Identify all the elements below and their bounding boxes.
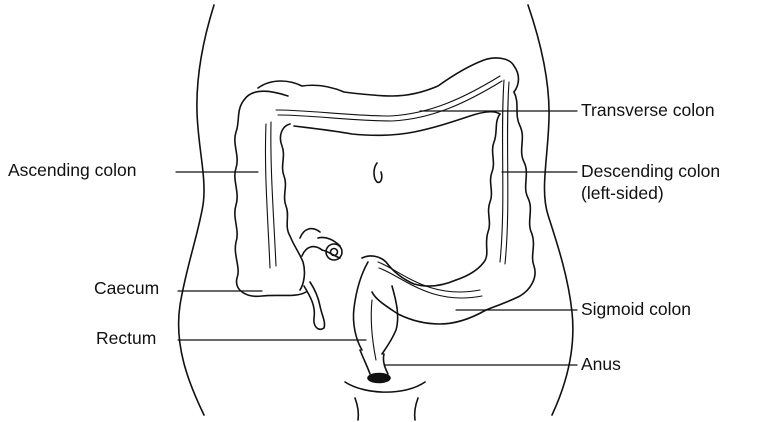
label-descending-colon-left-sided: (left-sided) [581,183,664,203]
rectum [360,300,388,374]
label-anus: Anus [581,354,621,374]
navel [374,163,382,182]
sigmoid-colon [353,256,486,354]
anus [368,374,390,383]
label-transverse-colon: Transverse colon [581,100,715,120]
label-caecum: Caecum [94,278,159,298]
label-rectum: Rectum [96,328,156,348]
transverse-colon [258,58,519,135]
label-ascending-colon: Ascending colon [8,160,136,180]
caecum-and-appendix [300,229,342,330]
label-sigmoid-colon: Sigmoid colon [581,299,691,319]
descending-colon [456,80,535,310]
label-descending-colon: Descending colon [581,161,720,181]
ascending-colon [235,91,306,296]
